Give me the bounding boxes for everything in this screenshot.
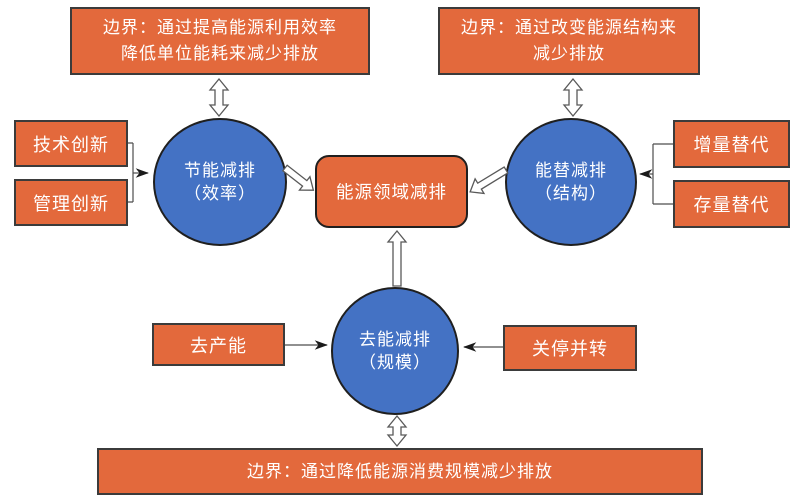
circle-energy-reduction: 去能减排 （规模） [331, 287, 459, 415]
management-innovation-label: 管理创新 [33, 193, 109, 214]
boundary-top-left-line1: 边界：通过提高能源利用效率 [103, 18, 337, 37]
circle-energy-saving-line2: （效率） [184, 184, 256, 203]
center-node-label: 能源领域减排 [336, 182, 447, 202]
input-box-decapacity: 去产能 [152, 323, 285, 366]
input-box-shutdown-transfer: 关停并转 [503, 325, 637, 371]
arrow-right-circle-to-center [469, 166, 509, 195]
boundary-top-left-line2: 降低单位能耗来减少排放 [121, 44, 319, 63]
boundary-bottom-label: 边界：通过降低能源消费规模减少排放 [247, 461, 553, 481]
boundary-box-top-right: 边界：通过改变能源结构来 减少排放 [438, 7, 700, 75]
input-box-stock-substitution: 存量替代 [673, 180, 790, 228]
boundary-top-right-line2: 减少排放 [533, 44, 605, 63]
double-arrow-top-right [562, 77, 584, 118]
tech-innovation-label: 技术创新 [33, 134, 109, 155]
center-node-energy-field: 能源领域减排 [315, 155, 468, 228]
circle-energy-substitution-line1: 能替减排 [535, 161, 607, 180]
circle-energy-saving: 节能减排 （效率） [153, 118, 287, 246]
decapacity-label: 去产能 [190, 335, 247, 356]
circle-energy-reduction-line1: 去能减排 [359, 330, 431, 349]
boundary-box-top-left: 边界：通过提高能源利用效率 降低单位能耗来减少排放 [70, 7, 370, 75]
up-arrow-bottom-circle-to-center [386, 229, 408, 287]
circle-energy-saving-line1: 节能减排 [184, 161, 256, 180]
connector-right-inputs [639, 143, 673, 205]
shutdown-transfer-label: 关停并转 [532, 339, 608, 359]
circle-energy-reduction-line2: （规模） [359, 353, 431, 372]
stock-substitution-label: 存量替代 [693, 195, 770, 215]
double-arrow-bottom [386, 414, 408, 448]
circle-energy-substitution: 能替减排 （结构） [505, 118, 637, 246]
double-arrow-top-left [208, 77, 230, 118]
boundary-top-right-line1: 边界：通过改变能源结构来 [461, 18, 677, 37]
incremental-substitution-label: 增量替代 [693, 135, 770, 155]
circle-energy-substitution-line2: （结构） [535, 184, 607, 203]
boundary-box-bottom: 边界：通过降低能源消费规模减少排放 [97, 448, 703, 495]
input-box-management-innovation: 管理创新 [14, 179, 128, 226]
input-box-tech-innovation: 技术创新 [14, 120, 128, 167]
connector-left-inputs [128, 142, 149, 203]
input-box-incremental-substitution: 增量替代 [673, 120, 790, 168]
